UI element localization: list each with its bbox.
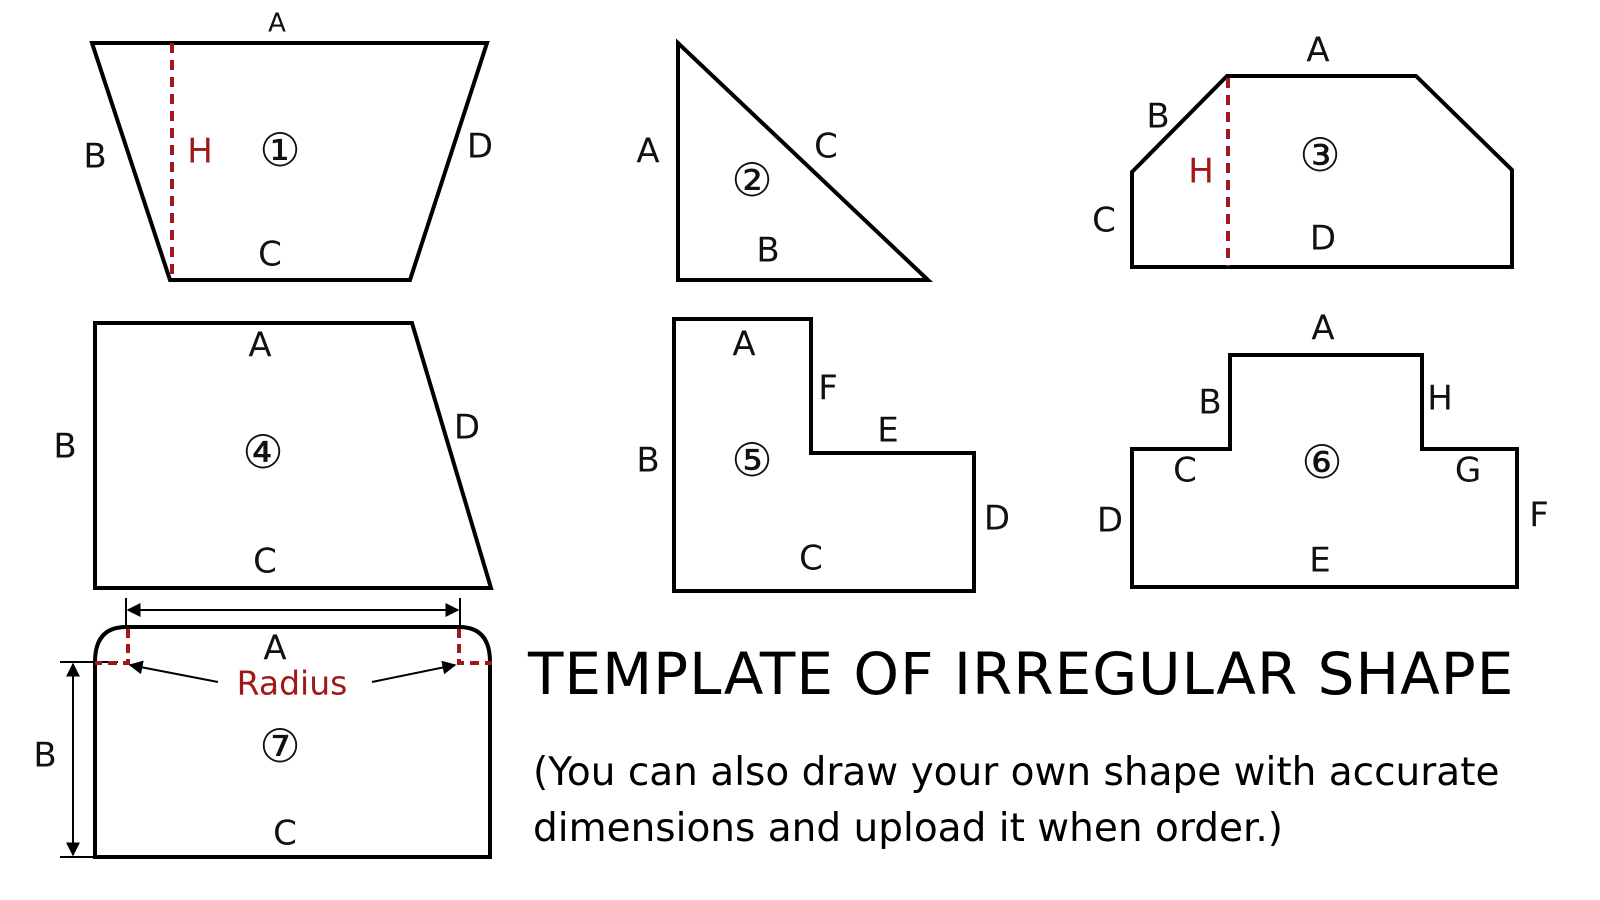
shape-7-radius-corner-right (457, 629, 492, 665)
shape-4-right-trapezoid: A B C D ④ (53, 321, 494, 590)
shape-7-rounded-rect: Radius A B C ⑦ (33, 598, 492, 859)
shape-2-triangle: A B C ② (636, 38, 934, 282)
shape-1-outline (89, 41, 490, 282)
shape-4-label-a: A (248, 326, 271, 366)
shape-3-label-d: D (1310, 219, 1336, 259)
shape-7-number: ⑦ (259, 719, 300, 773)
shape-7-radius-arrow-left (128, 660, 219, 683)
shape-7-radius-corner-left (95, 629, 130, 665)
shape-4-label-b: B (53, 427, 76, 467)
shape-2-outline (676, 38, 934, 282)
shape-7-label-radius: Radius (237, 664, 348, 703)
shape-6-label-g: G (1455, 451, 1481, 491)
shape-6-outline (1130, 353, 1519, 589)
shape-4-number: ④ (242, 425, 283, 479)
shape-1-number: ① (259, 123, 300, 177)
shape-1-label-h: H (187, 132, 213, 172)
shape-6-number: ⑥ (1301, 435, 1342, 489)
shape-1-label-a: A (268, 9, 286, 39)
instruction-note: (You can also draw your own shape with a… (533, 745, 1593, 857)
shape-7-radius-arrow-right (371, 660, 457, 683)
shape-3-label-b: B (1146, 97, 1169, 137)
shape-6-label-f: F (1529, 496, 1549, 536)
shape-7-outline (93, 625, 492, 859)
shape-3-chamfered: A B C D H ③ (1092, 31, 1514, 269)
instruction-note-line-2: dimensions and upload it when order.) (533, 806, 1284, 851)
shape-5-label-d: D (984, 499, 1010, 539)
shape-6-label-h: H (1427, 379, 1453, 419)
shape-5-label-b: B (636, 441, 659, 481)
shape-5-label-a: A (732, 325, 755, 365)
shape-4-label-c: C (253, 542, 277, 582)
shape-3-label-h: H (1188, 152, 1214, 192)
shape-4-label-d: D (454, 408, 480, 448)
shape-6-label-d: D (1097, 501, 1123, 541)
instruction-note-line-1: (You can also draw your own shape with a… (533, 750, 1500, 795)
shape-6-label-a: A (1311, 309, 1334, 349)
shape-7-label-a: A (263, 629, 286, 669)
shape-5-l-shape: A B C D E F ⑤ (636, 317, 1010, 593)
page-title: TEMPLATE OF IRREGULAR SHAPE (528, 640, 1515, 708)
shape-2-label-c: C (814, 127, 838, 167)
shape-3-outline (1130, 74, 1514, 269)
shape-6-label-c: C (1173, 451, 1197, 491)
shape-1-label-d: D (467, 127, 493, 167)
shape-2-label-b: B (756, 231, 779, 271)
shape-5-label-f: F (818, 369, 838, 409)
shape-5-number: ⑤ (731, 433, 772, 487)
shape-2-number: ② (731, 153, 772, 207)
shape-6-label-b: B (1198, 383, 1221, 423)
shape-3-label-c: C (1092, 201, 1116, 241)
shape-5-outline (672, 317, 976, 593)
shape-2-label-a: A (636, 132, 659, 172)
shape-1-label-b: B (83, 137, 106, 177)
shape-5-label-c: C (799, 539, 823, 579)
shape-3-label-a: A (1306, 31, 1329, 71)
shape-4-outline (93, 321, 494, 590)
shape-5-label-e: E (877, 411, 898, 451)
shape-7-label-b: B (33, 736, 56, 776)
shape-7-label-c: C (273, 814, 297, 854)
shape-1-label-c: C (258, 235, 282, 275)
shape-1-trapezoid: A B C D H ① (83, 9, 493, 282)
shape-6-t-shape: A B C D E F G H ⑥ (1097, 309, 1549, 589)
shape-6-label-e: E (1309, 541, 1330, 581)
shape-3-number: ③ (1299, 128, 1340, 182)
